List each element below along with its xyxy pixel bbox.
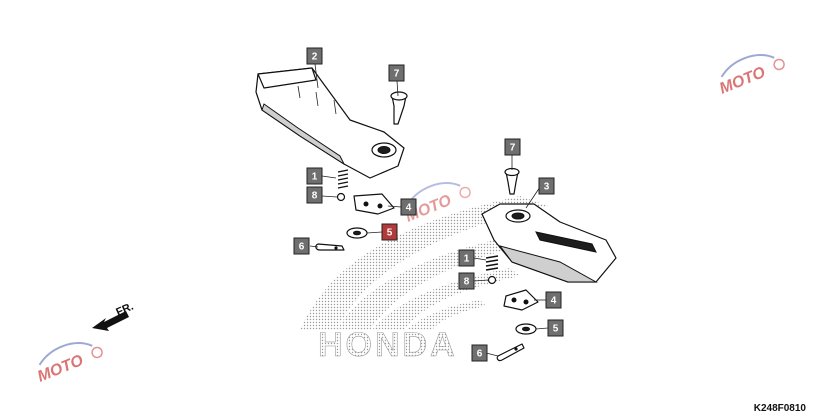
svg-text:6: 6 xyxy=(299,242,305,253)
callout-8-left: 8 xyxy=(306,186,323,204)
right-washer xyxy=(515,323,537,335)
svg-text:1: 1 xyxy=(312,172,318,183)
svg-text:6: 6 xyxy=(477,349,483,360)
left-spring xyxy=(337,169,349,189)
svg-text:7: 7 xyxy=(394,69,400,80)
callout-1-left: 1 xyxy=(306,167,323,185)
honda-lettering: HONDA xyxy=(318,326,458,364)
front-direction-arrow: FR. xyxy=(92,301,135,331)
callout-6-left: 6 xyxy=(293,237,310,255)
callout-4-left: 4 xyxy=(400,198,417,216)
svg-text:4: 4 xyxy=(406,203,412,214)
callout-4-right: 4 xyxy=(545,291,562,309)
svg-text:8: 8 xyxy=(464,277,470,288)
callout-7-left: 7 xyxy=(388,64,405,82)
right-ball xyxy=(487,275,497,285)
callout-6-right: 6 xyxy=(471,344,488,362)
right-footpeg-part xyxy=(481,203,617,283)
svg-text:MOTO: MOTO xyxy=(717,64,768,98)
callout-1-right: 1 xyxy=(458,249,475,267)
left-ball xyxy=(336,192,346,202)
callout-5-right: 5 xyxy=(547,319,564,337)
svg-text:5: 5 xyxy=(387,228,393,239)
left-footpeg-part xyxy=(255,67,405,179)
right-plate xyxy=(503,289,539,311)
svg-text:8: 8 xyxy=(312,191,318,202)
callout-2-left: 2 xyxy=(306,47,323,65)
diagram-code: K248F0810 xyxy=(753,403,806,414)
left-cotter-pin xyxy=(315,243,345,251)
watermark-logo-top-right: MOTO xyxy=(717,54,785,98)
svg-text:2: 2 xyxy=(312,52,318,63)
svg-text:5: 5 xyxy=(553,324,559,335)
callout-8-right: 8 xyxy=(458,272,475,290)
watermark-logo-bottom-left: MOTO xyxy=(35,342,103,386)
leader-lines xyxy=(309,63,549,357)
right-cotter-pin xyxy=(496,343,525,362)
callout-3-right: 3 xyxy=(538,177,555,195)
front-direction-label: FR. xyxy=(114,301,135,319)
left-pivot-pin xyxy=(390,91,408,125)
callout-5-left: 5 xyxy=(381,223,398,241)
right-pivot-pin xyxy=(504,167,520,195)
svg-text:MOTO: MOTO xyxy=(35,352,86,386)
svg-text:7: 7 xyxy=(510,143,516,154)
svg-text:4: 4 xyxy=(551,296,557,307)
callout-7-right: 7 xyxy=(504,138,521,156)
left-plate xyxy=(353,193,395,215)
right-step-assembly xyxy=(481,167,617,362)
svg-text:1: 1 xyxy=(464,254,470,265)
svg-text:3: 3 xyxy=(544,182,550,193)
right-spring xyxy=(485,255,499,271)
left-step-assembly xyxy=(255,67,408,251)
left-washer xyxy=(346,227,368,239)
